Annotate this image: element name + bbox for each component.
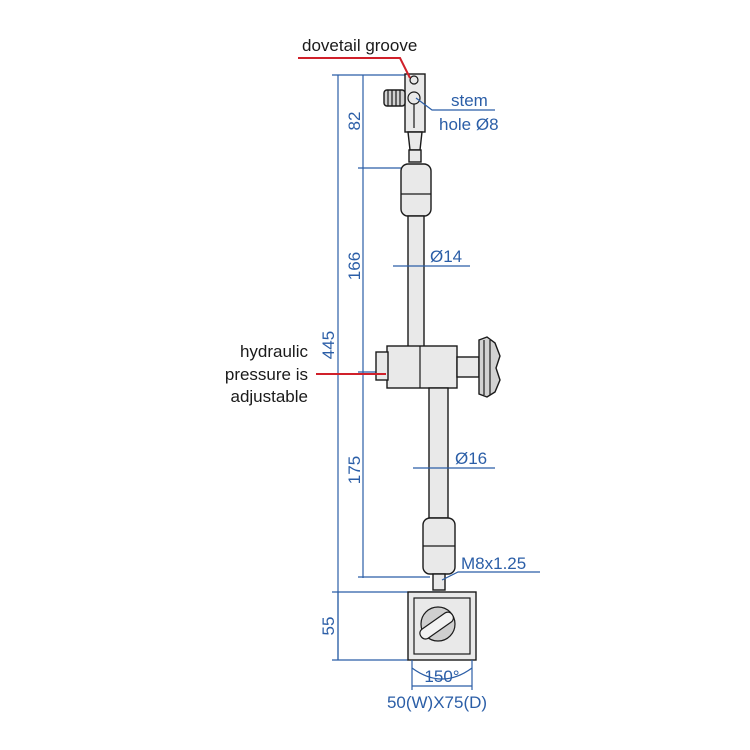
thread-leader: [441, 571, 540, 581]
stem-text-2: hole Ø8: [439, 115, 499, 134]
segment-dimensions: 82 166 175: [345, 75, 430, 578]
dim-82-text: 82: [345, 112, 364, 131]
overall-dimension: 445: [319, 74, 415, 661]
lower-arm: [422, 387, 456, 591]
clamp-neck: [407, 131, 423, 151]
dovetail-callout: dovetail groove: [298, 36, 417, 79]
clamp-hole: [409, 75, 419, 85]
fine-adjust-clamp: [383, 73, 426, 163]
center-block: [386, 345, 458, 389]
dim-166-text: 166: [345, 252, 364, 280]
dim-175-text: 175: [345, 456, 364, 484]
clamp-pivot: [408, 149, 422, 163]
dia14-text: Ø14: [430, 247, 462, 266]
hydraulic-label-3: adjustable: [230, 387, 308, 406]
switch-lever: [419, 611, 455, 640]
stem-text-1: stem: [451, 91, 488, 110]
upper-joint: [400, 163, 432, 217]
thread-stud: [432, 573, 446, 591]
hydraulic-label-2: pressure is: [225, 365, 308, 384]
hydraulic-callout: hydraulic pressure is adjustable: [225, 342, 386, 406]
hydraulic-label-1: hydraulic: [240, 342, 309, 361]
upper-arm: [400, 163, 432, 349]
knob-shaft: [456, 356, 480, 378]
thread-text: M8x1.25: [461, 554, 526, 573]
dim-55-text: 55: [319, 617, 338, 636]
dovetail-label: dovetail groove: [302, 36, 417, 55]
detail-dimensions: Ø14 Ø16 M8x1.25 150° 50(W)X75(D): [387, 247, 540, 712]
base-size-text: 50(W)X75(D): [387, 693, 487, 712]
stem-callout: stem hole Ø8: [415, 91, 499, 134]
lower-rod: [428, 387, 449, 519]
center-cap: [375, 351, 389, 381]
dia16-text: Ø16: [455, 449, 487, 468]
clamp-knob: [383, 89, 406, 107]
magnetic-base: [407, 591, 477, 690]
stem-leader: [415, 97, 495, 111]
center-clamp: [375, 336, 501, 398]
rotation-text: 150°: [424, 667, 459, 686]
overall-dim-text: 445: [319, 331, 338, 359]
upper-rod: [407, 215, 425, 349]
dovetail-leader: [298, 57, 411, 79]
rotation-arc: [411, 667, 473, 680]
